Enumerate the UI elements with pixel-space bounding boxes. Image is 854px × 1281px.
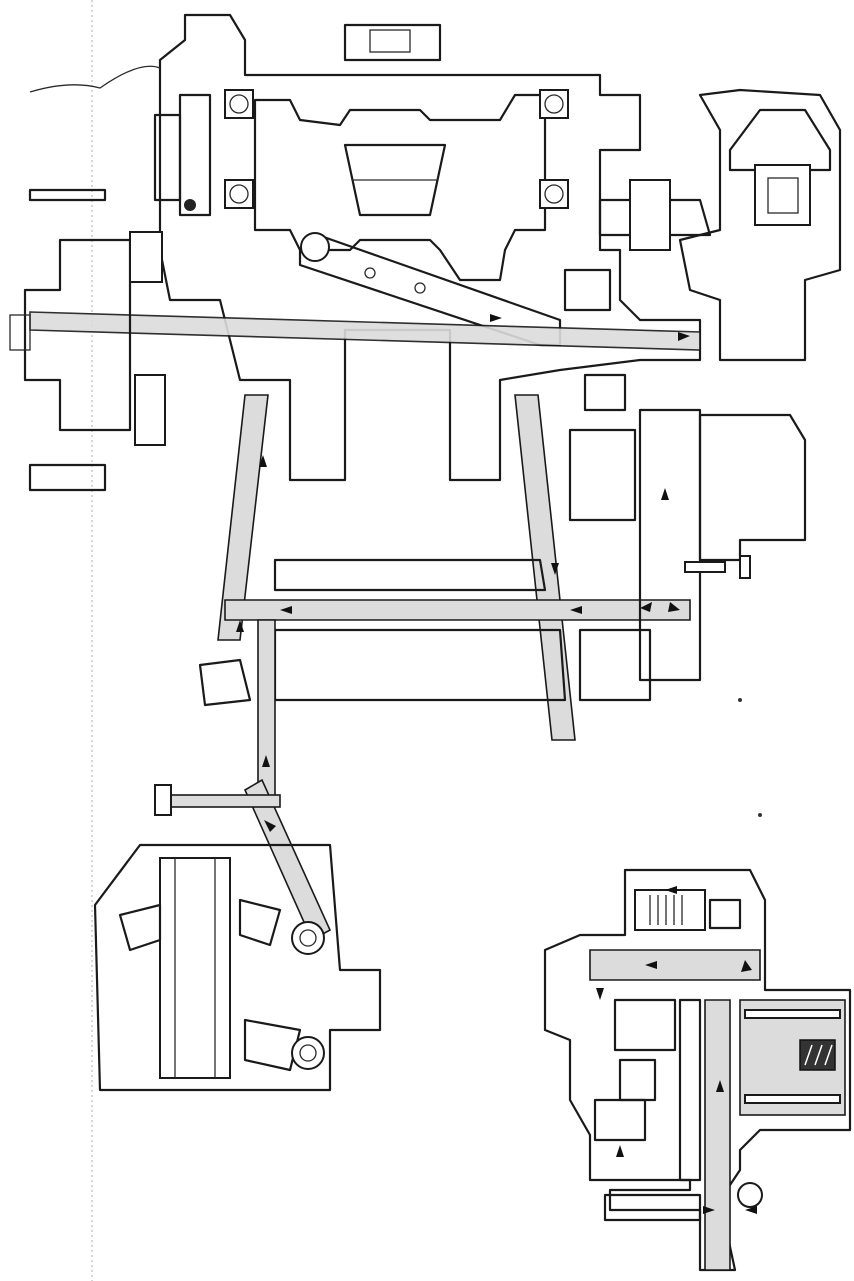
lower-left-gear-section (93, 619, 382, 1092)
spring-icon (649, 895, 683, 925)
bearing-icon (224, 89, 569, 209)
scan-speck (758, 813, 762, 817)
oil-pump-detail (543, 868, 852, 1272)
flow-arrow-icon (236, 314, 757, 1214)
upper-crankcase-section (9, 13, 842, 492)
oil-gallery-frame (198, 394, 807, 741)
right-housing (563, 88, 842, 412)
bolt-icon (684, 555, 751, 579)
scan-speck (738, 698, 742, 702)
left-output-flange (9, 188, 166, 492)
